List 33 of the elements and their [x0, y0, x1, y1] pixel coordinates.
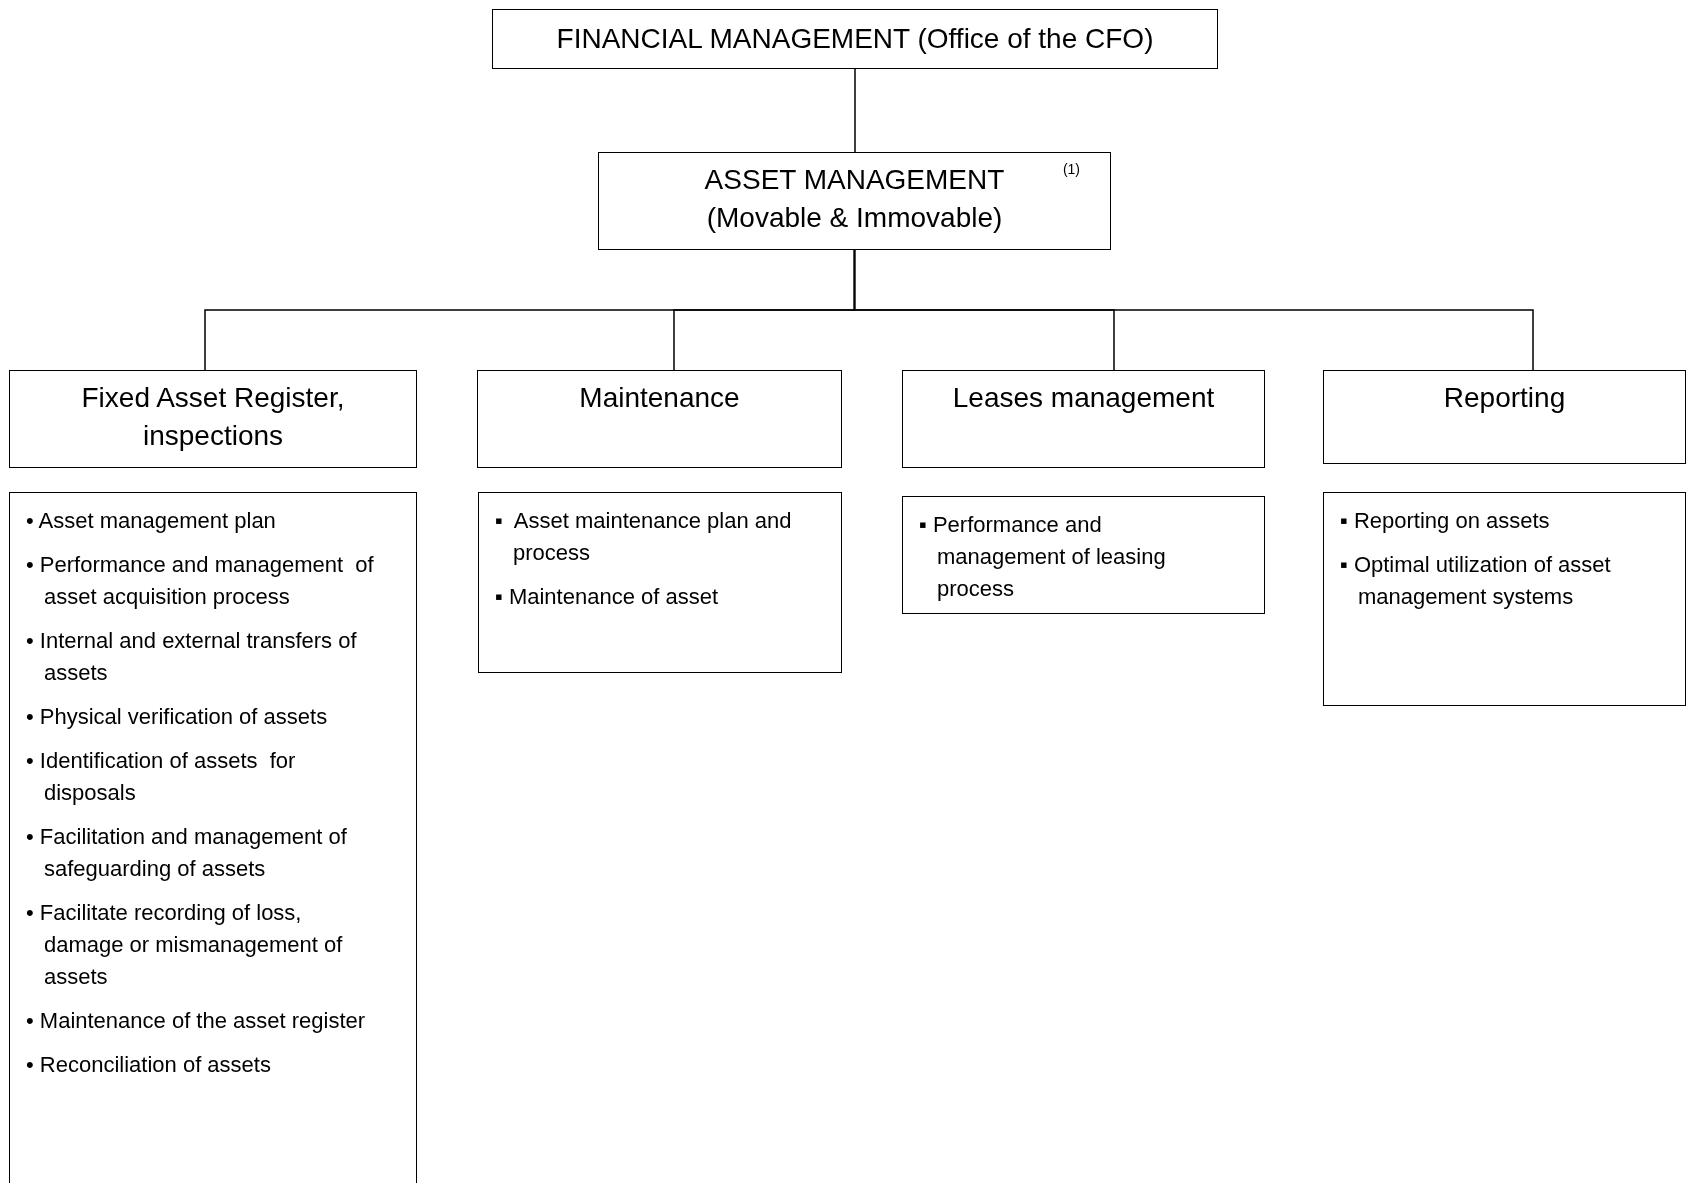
task-list-box	[478, 492, 842, 673]
box-title: Reporting	[1443, 381, 1566, 415]
box-title: FINANCIAL MANAGEMENT (Office of the CFO)	[556, 22, 1154, 56]
task-item: • Identification of assets for disposals	[26, 747, 297, 807]
task-item: ▪ Asset maintenance plan and process	[495, 507, 793, 567]
task-item: ▪ Optimal utilization of asset management systems	[1340, 551, 1612, 611]
task-item: ▪ Maintenance of asset	[495, 583, 720, 611]
task-item: • Facilitation and management of safeguarding of assets	[26, 823, 348, 883]
unit-box	[9, 370, 417, 468]
task-item: • Facilitate recording of loss, damage or mismanagement of assets	[26, 899, 344, 991]
task-list-box	[9, 492, 417, 1183]
task-item: • Maintenance of the asset register	[26, 1007, 367, 1035]
footnote-mark: (1)	[1062, 160, 1080, 179]
task-item: • Physical verification of assets	[26, 703, 329, 731]
task-item: • Internal and external transfers of assets	[26, 627, 358, 687]
box-title: Fixed Asset Register, inspections	[80, 381, 346, 453]
connector-line	[853, 249, 1534, 371]
unit-box	[1323, 370, 1686, 464]
box-title: Maintenance	[579, 381, 740, 415]
task-list-box	[1323, 492, 1686, 706]
task-item: • Performance and management of asset acquisition process	[26, 551, 375, 611]
department-box	[492, 9, 1218, 69]
task-item: ▪ Reporting on assets	[1340, 507, 1551, 535]
task-list-box	[902, 496, 1265, 614]
connector-line	[854, 68, 856, 153]
box-title: Leases management	[952, 381, 1215, 415]
task-item: ▪ Performance and management of leasing process	[919, 511, 1167, 603]
box-title: ASSET MANAGEMENT (Movable & Immovable)	[703, 163, 1006, 235]
task-item: • Reconciliation of assets	[26, 1051, 272, 1079]
unit-box	[598, 152, 1111, 250]
unit-box	[902, 370, 1265, 468]
unit-box	[477, 370, 842, 468]
task-item: • Asset management plan	[26, 507, 277, 535]
